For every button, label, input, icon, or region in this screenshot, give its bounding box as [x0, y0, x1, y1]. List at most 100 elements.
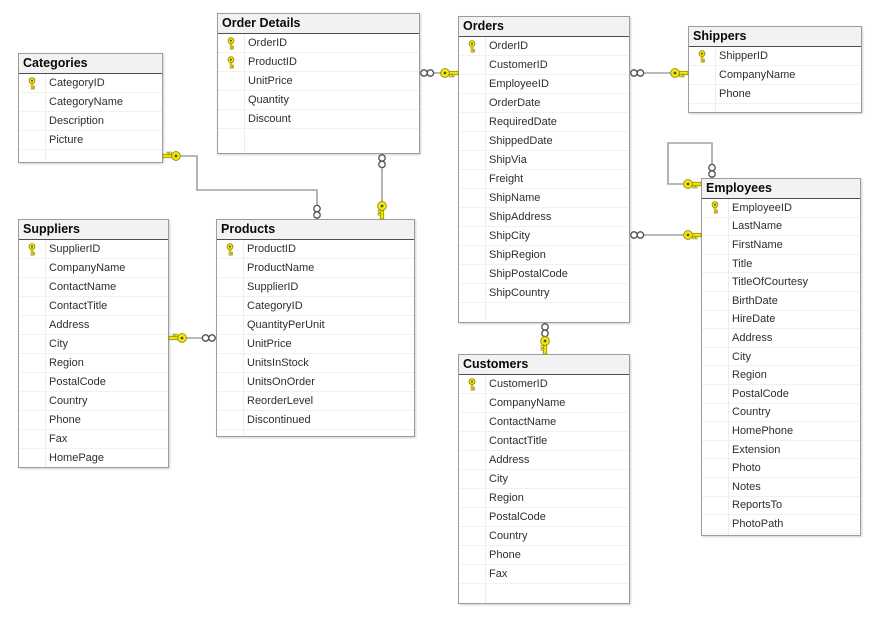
column-row-shipaddress[interactable]: ShipAddress: [459, 208, 629, 227]
column-row-phone[interactable]: Phone: [459, 546, 629, 565]
column-row-firstname[interactable]: FirstName: [702, 236, 860, 255]
column-row-address[interactable]: Address: [702, 329, 860, 348]
column-row-productname[interactable]: ProductName: [217, 259, 414, 278]
column-row-productid[interactable]: ProductID: [217, 240, 414, 259]
column-row-contacttitle[interactable]: ContactTitle: [459, 432, 629, 451]
table-customers-title[interactable]: Customers: [459, 355, 629, 375]
column-row-city[interactable]: City: [19, 335, 168, 354]
column-row-productid[interactable]: ProductID: [218, 53, 419, 72]
column-row-city[interactable]: City: [459, 470, 629, 489]
column-row-country[interactable]: Country: [702, 404, 860, 423]
table-suppliers-title[interactable]: Suppliers: [19, 220, 168, 240]
column-row-supplierid[interactable]: SupplierID: [217, 278, 414, 297]
column-row-employeeid[interactable]: EmployeeID: [459, 75, 629, 94]
column-row-shippeddate[interactable]: ShippedDate: [459, 132, 629, 151]
column-row-birthdate[interactable]: BirthDate: [702, 292, 860, 311]
column-name: ContactName: [489, 416, 557, 428]
column-row-shippostalcode[interactable]: ShipPostalCode: [459, 265, 629, 284]
column-row-region[interactable]: Region: [19, 354, 168, 373]
column-row-unitsonorder[interactable]: UnitsOnOrder: [217, 373, 414, 392]
column-row-categoryid[interactable]: CategoryID: [19, 74, 162, 93]
table-orders-title[interactable]: Orders: [459, 17, 629, 37]
column-row-notes[interactable]: Notes: [702, 478, 860, 497]
column-row-orderid[interactable]: OrderID: [459, 37, 629, 56]
column-name: ShipCity: [489, 230, 530, 242]
column-row-discount[interactable]: Discount: [218, 110, 419, 129]
column-row-postalcode[interactable]: PostalCode: [459, 508, 629, 527]
column-row-contacttitle[interactable]: ContactTitle: [19, 297, 168, 316]
column-row-categoryname[interactable]: CategoryName: [19, 93, 162, 112]
column-row-address[interactable]: Address: [459, 451, 629, 470]
column-row-quantityperunit[interactable]: QuantityPerUnit: [217, 316, 414, 335]
column-row-titleofcourtesy[interactable]: TitleOfCourtesy: [702, 273, 860, 292]
column-row-categoryid[interactable]: CategoryID: [217, 297, 414, 316]
column-row-hiredate[interactable]: HireDate: [702, 311, 860, 330]
column-row-city[interactable]: City: [702, 348, 860, 367]
column-row-country[interactable]: Country: [459, 527, 629, 546]
table-categories-title[interactable]: Categories: [19, 54, 162, 74]
table-shippers-title[interactable]: Shippers: [689, 27, 861, 47]
column-row-photopath[interactable]: PhotoPath: [702, 515, 860, 534]
column-row-discontinued[interactable]: Discontinued: [217, 411, 414, 430]
column-row-freight[interactable]: Freight: [459, 170, 629, 189]
column-row-quantity[interactable]: Quantity: [218, 91, 419, 110]
column-row-supplierid[interactable]: SupplierID: [19, 240, 168, 259]
column-row-orderdate[interactable]: OrderDate: [459, 94, 629, 113]
column-row-fax[interactable]: Fax: [19, 430, 168, 449]
table-products-title[interactable]: Products: [217, 220, 414, 240]
column-row-employeeid[interactable]: EmployeeID: [702, 199, 860, 218]
column-row-unitprice[interactable]: UnitPrice: [218, 72, 419, 91]
column-row-shipcity[interactable]: ShipCity: [459, 227, 629, 246]
table-order_details-title[interactable]: Order Details: [218, 14, 419, 34]
column-row-postalcode[interactable]: PostalCode: [702, 385, 860, 404]
column-row-shipvia[interactable]: ShipVia: [459, 151, 629, 170]
column-row-phone[interactable]: Phone: [19, 411, 168, 430]
column-row-customerid[interactable]: CustomerID: [459, 375, 629, 394]
column-row-region[interactable]: Region: [459, 489, 629, 508]
column-row-photo[interactable]: Photo: [702, 459, 860, 478]
column-row-postalcode[interactable]: PostalCode: [19, 373, 168, 392]
column-row-companyname[interactable]: CompanyName: [19, 259, 168, 278]
column-row-reorderlevel[interactable]: ReorderLevel: [217, 392, 414, 411]
column-row-shipregion[interactable]: ShipRegion: [459, 246, 629, 265]
column-row-homephone[interactable]: HomePhone: [702, 422, 860, 441]
column-row-extension[interactable]: Extension: [702, 441, 860, 460]
column-row-orderid[interactable]: OrderID: [218, 34, 419, 53]
column-row-address[interactable]: Address: [19, 316, 168, 335]
relationship-categories-products[interactable]: [163, 155, 318, 219]
column-row-customerid[interactable]: CustomerID: [459, 56, 629, 75]
column-row-requireddate[interactable]: RequiredDate: [459, 113, 629, 132]
column-row-title[interactable]: Title: [702, 255, 860, 274]
column-row-description[interactable]: Description: [19, 112, 162, 131]
column-row-reportsto[interactable]: ReportsTo: [702, 497, 860, 516]
primary-key-icon: [227, 55, 235, 68]
column-row-phone[interactable]: Phone: [689, 85, 861, 104]
column-row-picture[interactable]: Picture: [19, 131, 162, 150]
column-name: RequiredDate: [489, 116, 557, 128]
column-row-contactname[interactable]: ContactName: [19, 278, 168, 297]
column-row-contactname[interactable]: ContactName: [459, 413, 629, 432]
table-employees-title[interactable]: Employees: [702, 179, 860, 199]
column-row-companyname[interactable]: CompanyName: [689, 66, 861, 85]
column-row-shipcountry[interactable]: ShipCountry: [459, 284, 629, 303]
column-row-unitsinstock[interactable]: UnitsInStock: [217, 354, 414, 373]
column-row-shipperid[interactable]: ShipperID: [689, 47, 861, 66]
column-row-homepage[interactable]: HomePage: [19, 449, 168, 467]
column-row-lastname[interactable]: LastName: [702, 218, 860, 237]
column-row-fax[interactable]: Fax: [459, 565, 629, 584]
relationship-employees-employees[interactable]: [667, 142, 713, 185]
column-row-country[interactable]: Country: [19, 392, 168, 411]
column-row-unitprice[interactable]: UnitPrice: [217, 335, 414, 354]
column-row-companyname[interactable]: CompanyName: [459, 394, 629, 413]
column-row-region[interactable]: Region: [702, 366, 860, 385]
column-row-shipname[interactable]: ShipName: [459, 189, 629, 208]
